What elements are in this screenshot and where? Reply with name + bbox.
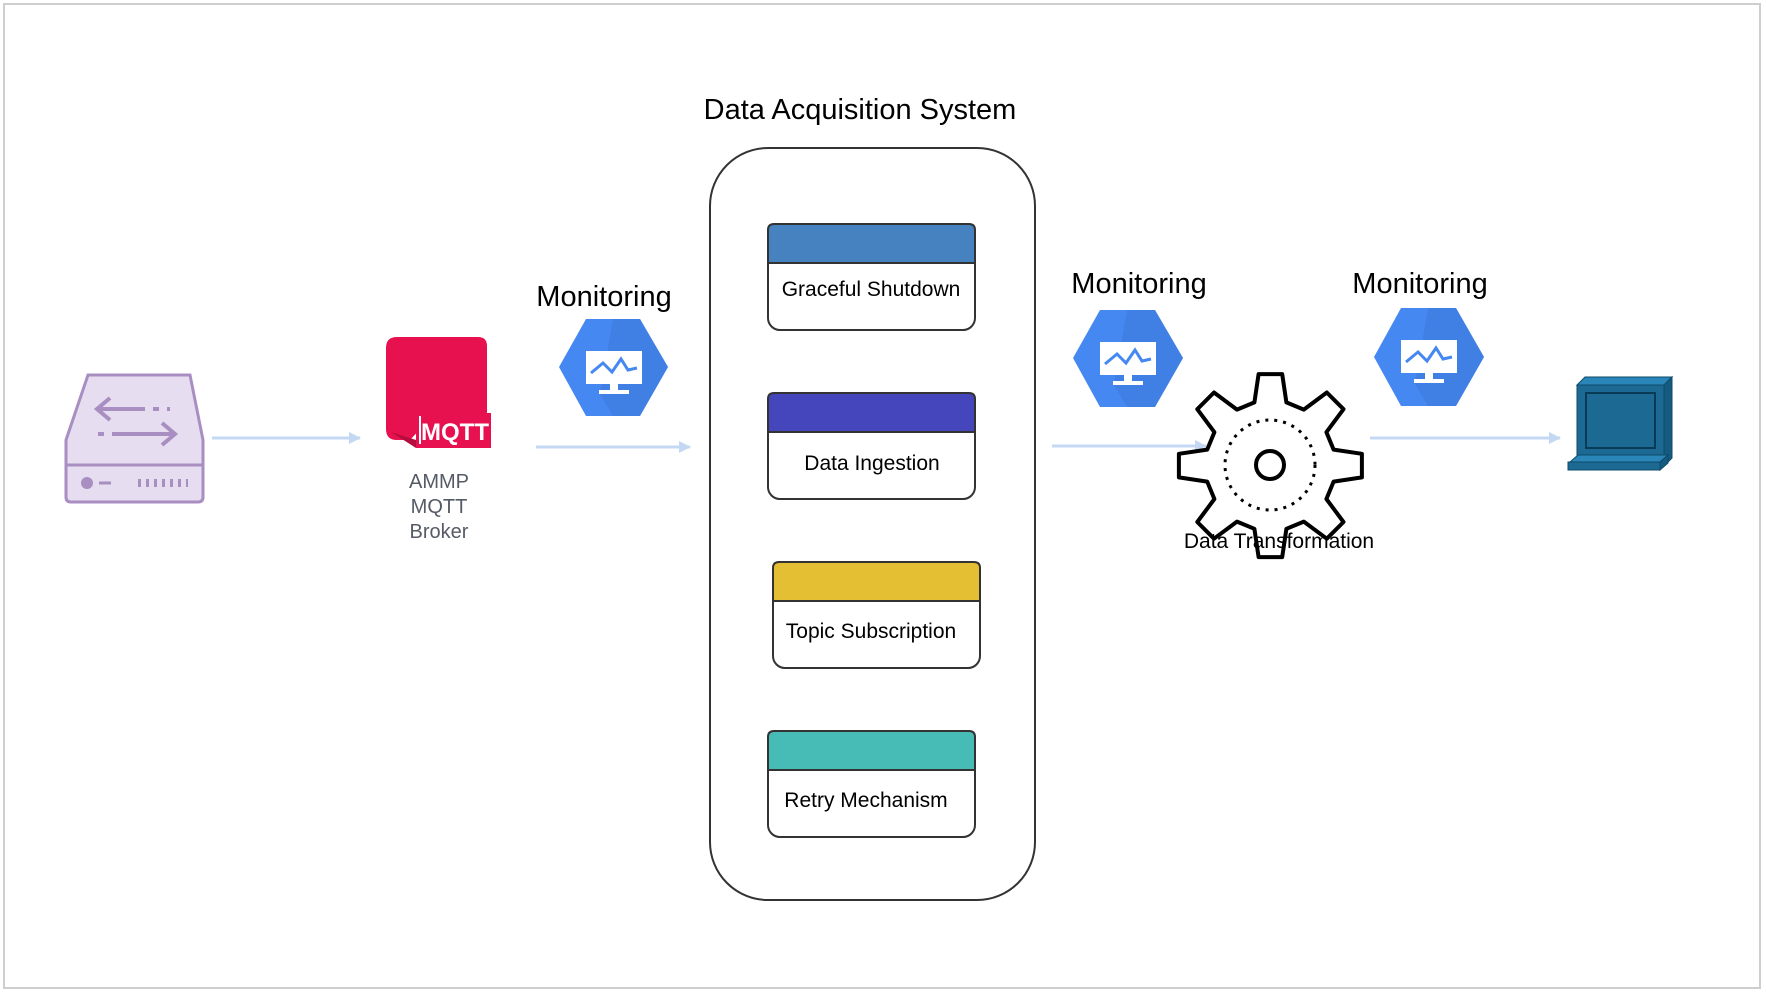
component-label: Retry Mechanism [784,789,947,812]
component-graceful-shutdown: Graceful Shutdown [767,223,976,331]
data-acquisition-container [709,147,1036,901]
component-header-bar [767,392,976,433]
component-label: Topic Subscription [786,620,956,643]
monitoring-hexagon-icon [1073,310,1183,407]
monitoring-hexagon-icon [1374,308,1484,406]
broker-caption-line-3: Broker [410,521,469,543]
mqtt-badge-label: MQTT [421,419,489,446]
broker-caption-line-1: AMMP [409,471,469,493]
server-transfer-icon [64,373,205,504]
monitoring-label-1: Monitoring [536,281,671,313]
component-header-bar [767,730,976,771]
monitoring-hexagon-icon [559,319,668,416]
broker-caption-line-2: MQTT [411,496,468,518]
transformation-label: Data Transformation [1184,530,1374,553]
monitoring-label-3: Monitoring [1352,268,1487,300]
component-retry-mechanism: Retry Mechanism [767,730,976,838]
computer-terminal-icon [1567,375,1674,472]
monitoring-label-2: Monitoring [1071,268,1206,300]
gear-icon [1176,372,1364,560]
component-header-bar [767,223,976,264]
component-label: Graceful Shutdown [782,278,961,301]
system-title: Data Acquisition System [704,94,1017,126]
mqtt-broker-icon: MQTT [386,337,491,448]
component-header-bar [772,561,981,602]
component-label: Data Ingestion [804,452,939,475]
component-topic-subscription: Topic Subscription [772,561,981,669]
component-data-ingestion: Data Ingestion [767,392,976,500]
